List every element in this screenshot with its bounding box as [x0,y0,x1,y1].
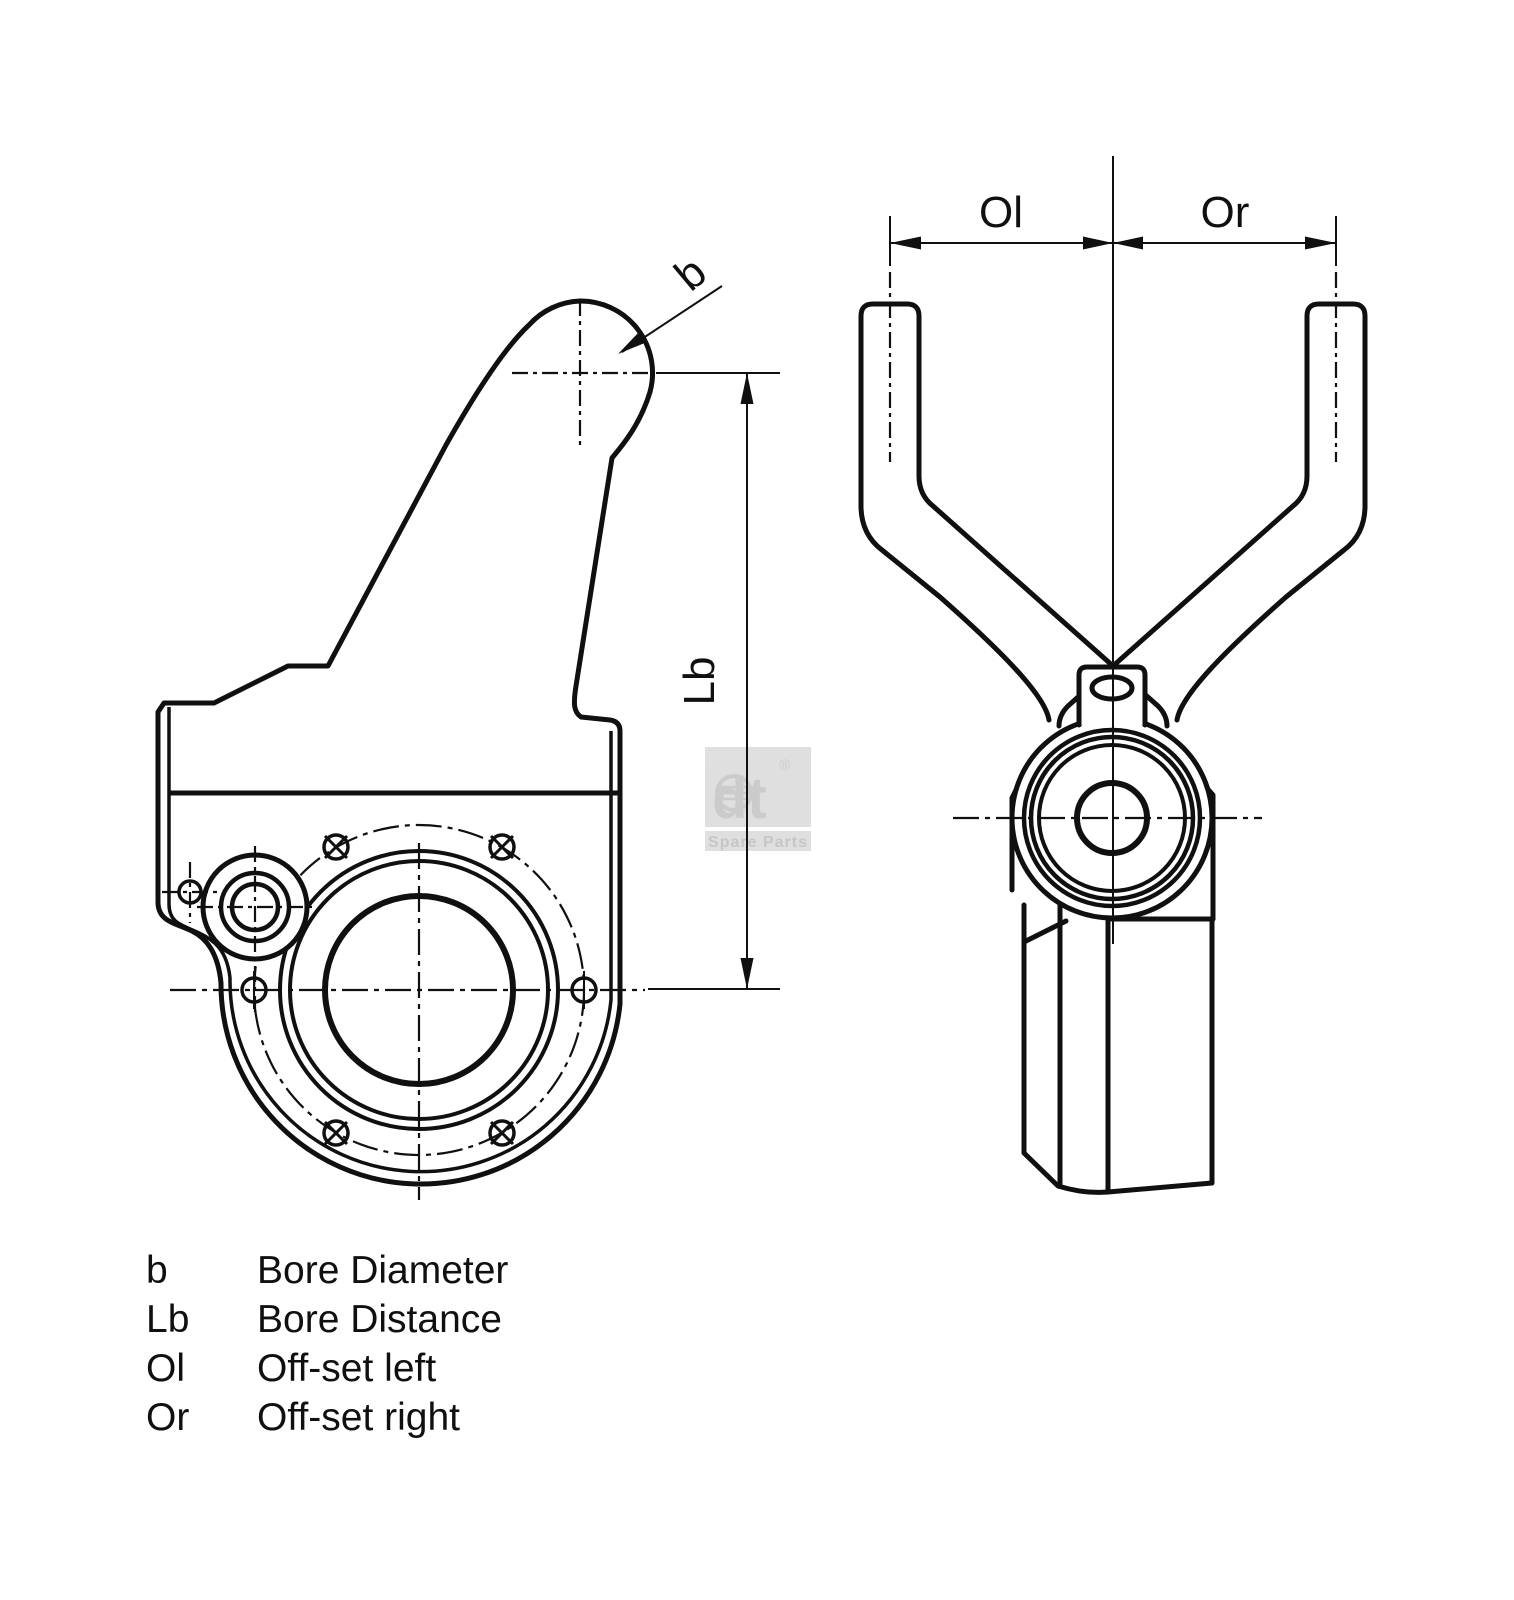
legend-symbol: Lb [146,1298,189,1341]
watermark-tagline: Spare Parts [708,834,808,851]
legend: b Bore Diameter Lb Bore Distance Ol Off-… [146,1249,508,1439]
front-view-drawing [155,298,656,1200]
left-prong-outer-edge [858,505,1052,723]
legend-description: Bore Distance [257,1298,502,1341]
housing-and-shank [1009,768,1216,1195]
legend-description: Off-set right [257,1396,460,1439]
flange-rivet [162,862,218,923]
watermark-tagline-box [705,831,811,851]
registered-trademark-icon: ® [779,757,790,774]
legend-symbol: b [146,1249,168,1292]
side-view-centerlines [888,272,1338,820]
legend-row: Ol Off-set left [146,1347,436,1390]
right-prong [1056,301,1368,729]
legend-row: b Bore Diameter [146,1249,508,1292]
legend-row: Or Off-set right [146,1396,460,1439]
legend-description: Off-set left [257,1347,436,1390]
housing-inner-contour [167,707,613,1174]
right-prong-outer-edge [1174,505,1368,723]
label-offset-left: Ol [979,188,1023,237]
lever-arm-outline [155,298,656,1187]
dt-watermark: dt ® Spare Parts [705,747,811,851]
dimension-annotations: Ol Or Lb b [618,156,1337,990]
label-bore-distance: Lb [675,657,724,706]
legend-symbol: Ol [146,1347,185,1390]
label-bore-diameter: b [666,247,716,300]
front-view-centerlines [170,300,652,1200]
legend-row: Lb Bore Distance [146,1298,502,1341]
legend-symbol: Or [146,1396,189,1439]
shank-outline [1021,902,1215,1195]
left-prong [858,301,1170,729]
label-offset-right: Or [1201,188,1250,237]
legend-description: Bore Diameter [257,1249,508,1292]
